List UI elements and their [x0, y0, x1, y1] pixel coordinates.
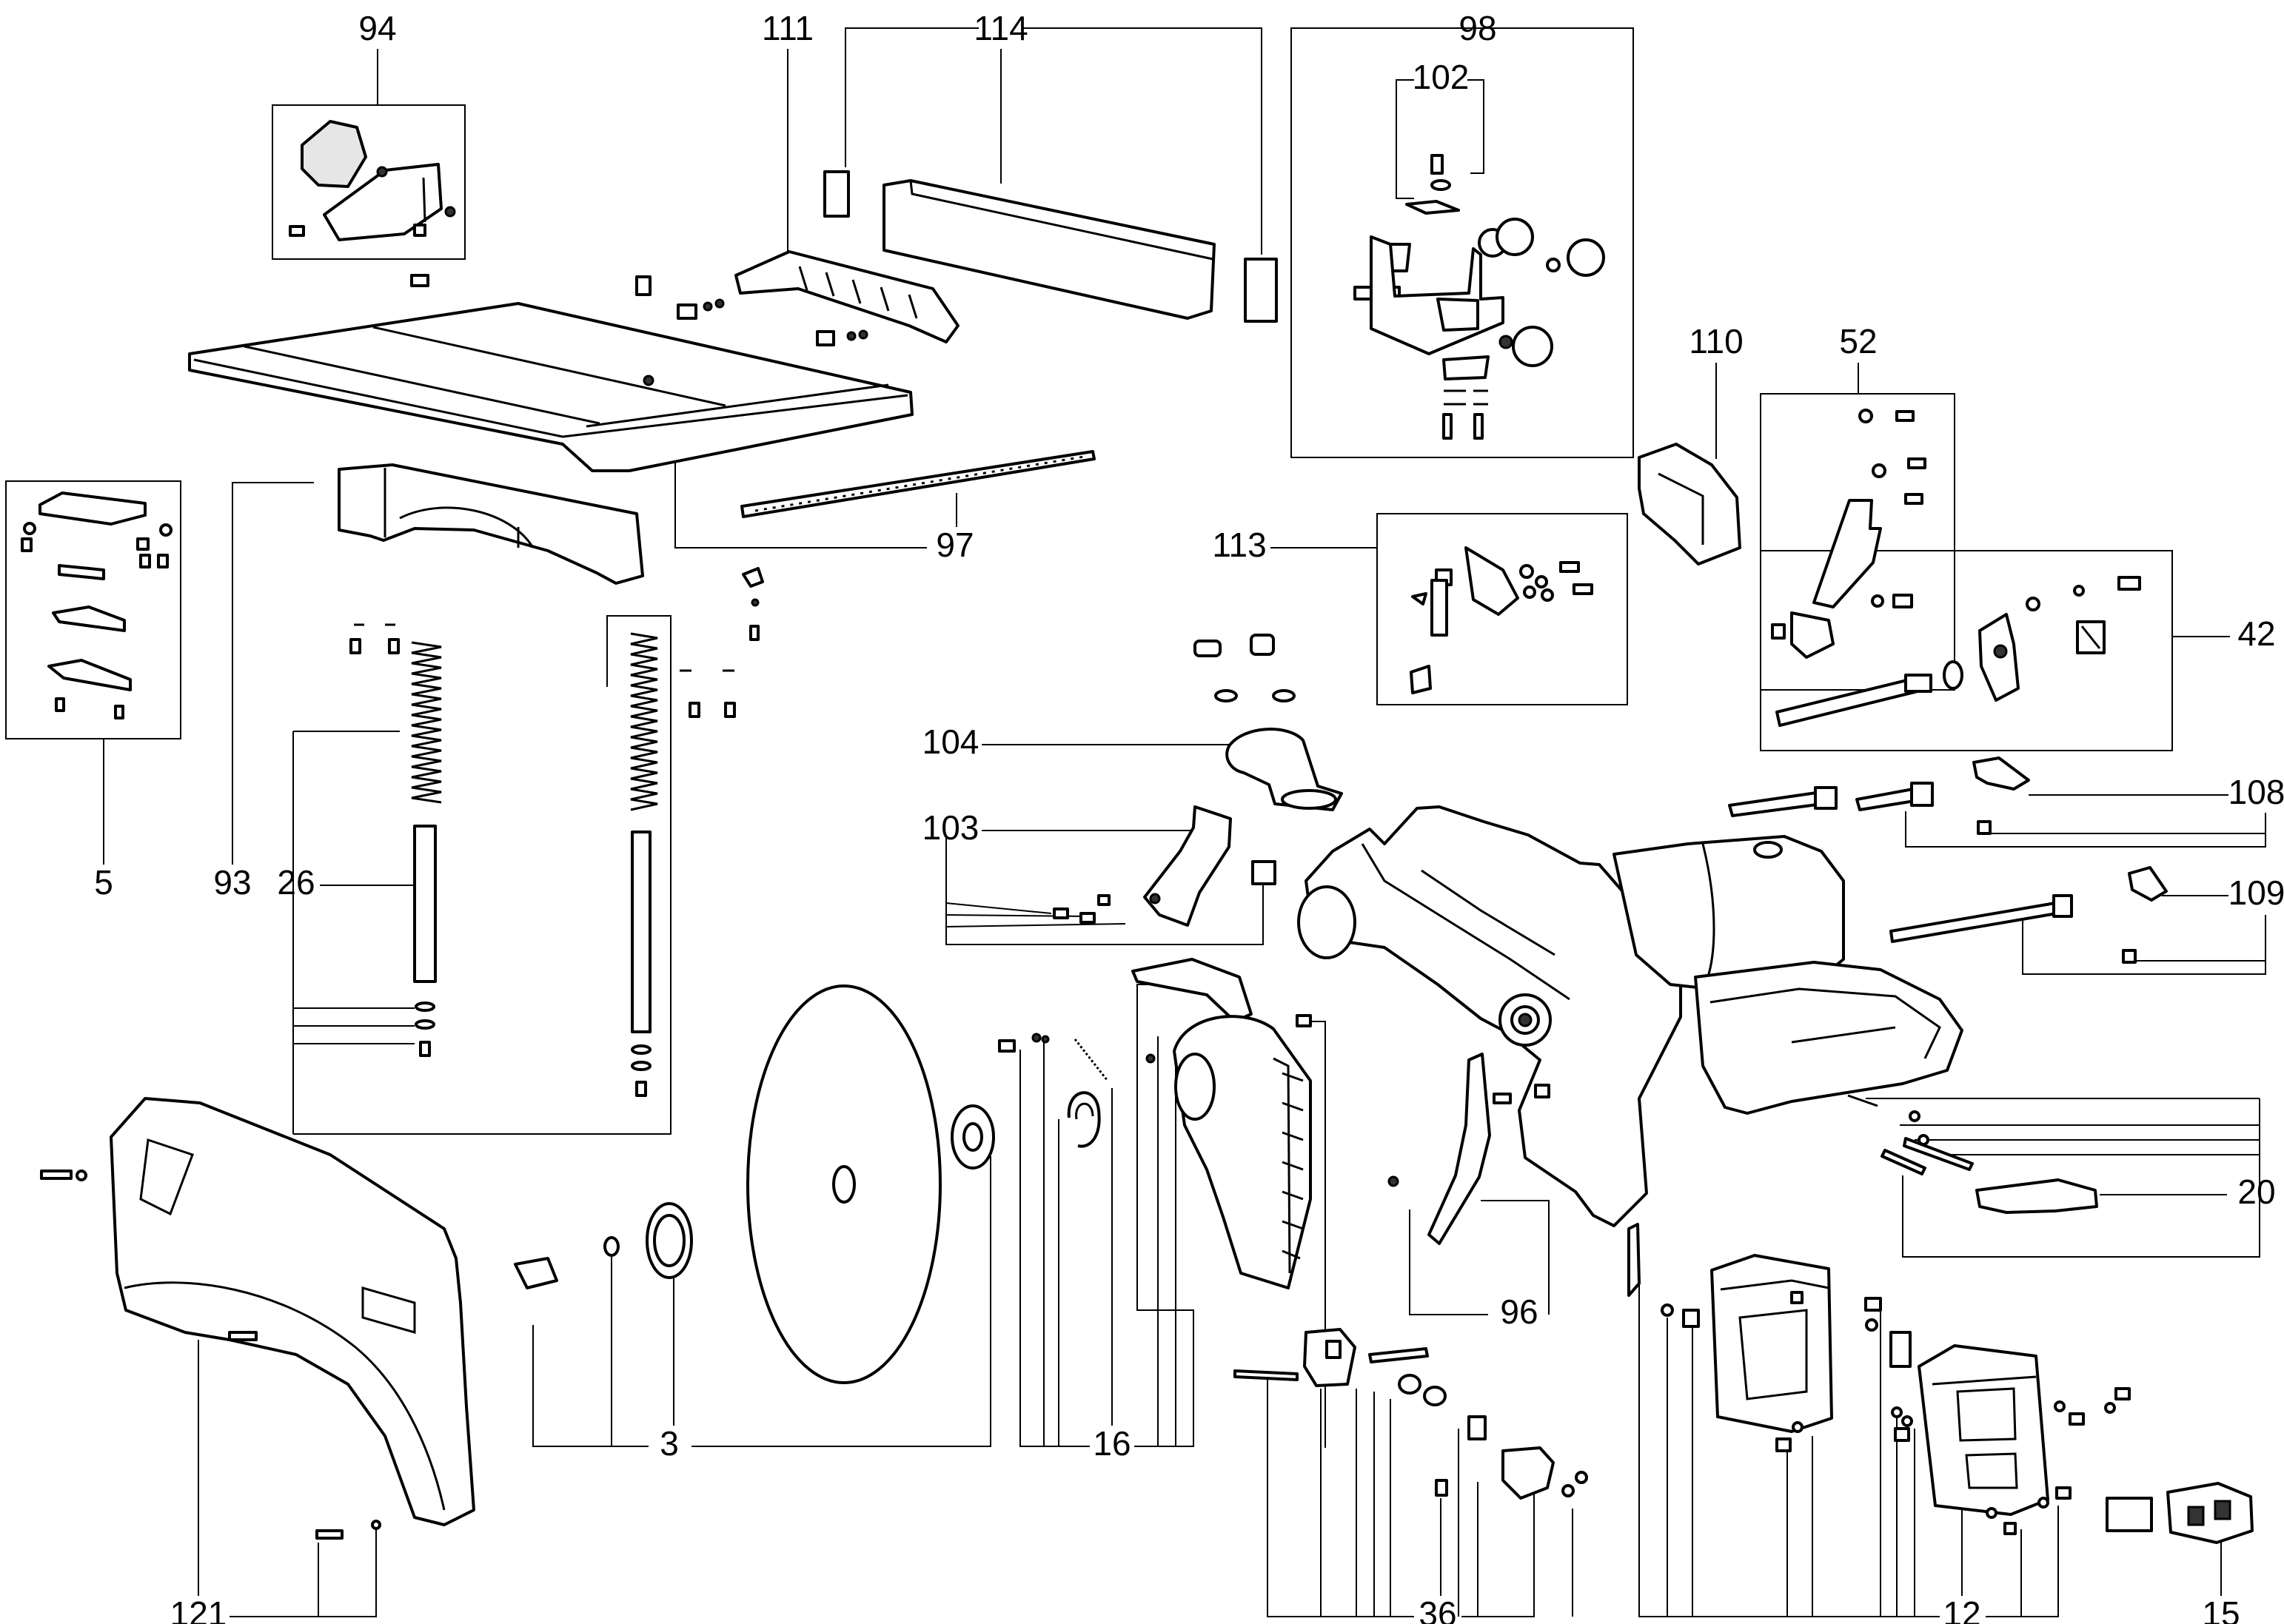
group-box-42	[1760, 550, 2173, 751]
callout-121: 121	[170, 1594, 227, 1624]
callout-114: 114	[974, 9, 1028, 47]
part-3-flanges	[514, 1104, 995, 1289]
callout-15: 15	[2202, 1594, 2240, 1624]
part-15-switch	[2166, 1482, 2254, 1544]
callout-16: 16	[1093, 1424, 1131, 1463]
callout-96: 96	[1500, 1292, 1538, 1331]
part-108-bolt-lever	[1728, 756, 2030, 835]
callout-3: 3	[660, 1424, 679, 1463]
part-12-switch-housing	[1627, 1223, 2153, 1535]
part-42-pivot-shaft	[1775, 576, 2141, 727]
parts	[21, 120, 2254, 1544]
part-52-linkage	[1771, 409, 1926, 659]
screw-icon	[410, 274, 429, 287]
group-box-98	[1290, 27, 1634, 458]
part-96-brace	[1387, 1053, 1550, 1245]
callout-103: 103	[922, 808, 979, 847]
callout-20: 20	[2237, 1172, 2275, 1211]
callout-109: 109	[2228, 873, 2284, 912]
part-16-lower-guard	[998, 958, 1312, 1289]
nut-icon	[816, 330, 835, 346]
callout-52: 52	[1839, 322, 1877, 360]
callout-36: 36	[1419, 1594, 1456, 1624]
part-saw-blade	[746, 984, 942, 1384]
part-20-pins-handle	[1847, 1094, 2098, 1214]
part-110-bracket	[1638, 443, 1741, 566]
callout-113: 113	[1212, 526, 1266, 564]
callout-94: 94	[358, 9, 396, 47]
part-5-slides	[21, 491, 173, 719]
callout-108: 108	[2228, 773, 2284, 811]
part-109-bolt-lever	[1889, 866, 2168, 964]
callout-104: 104	[922, 722, 979, 761]
callout-111: 111	[762, 9, 814, 47]
callout-42: 42	[2237, 614, 2275, 653]
callout-5: 5	[94, 863, 113, 902]
callout-12: 12	[1943, 1594, 1980, 1624]
part-26-spring-right	[630, 632, 736, 1097]
callout-labels: 94 111 114 98 102 110 52 113 42 104 103 …	[94, 9, 2284, 1624]
part-113-lock	[1410, 546, 1593, 694]
part-93-support	[338, 463, 644, 585]
callout-93: 93	[213, 863, 251, 902]
part-121-upper-guard	[40, 1097, 475, 1540]
part-114-rip-fence	[823, 170, 1278, 323]
callout-102: 102	[1413, 58, 1470, 96]
group-box-113	[1376, 513, 1628, 705]
group-box-94	[272, 104, 466, 260]
part-table-top	[188, 302, 914, 472]
group-box-5	[5, 480, 181, 739]
part-36-switch	[1233, 1328, 1588, 1500]
part-98-fence-bracket	[1353, 154, 1605, 440]
part-94-guard-cover	[289, 120, 456, 241]
callout-110: 110	[1689, 322, 1743, 360]
part-main-housing	[1297, 805, 1963, 1227]
part-103-deflector	[1053, 805, 1276, 927]
part-small-pins	[742, 567, 764, 641]
part-111-riving-knife	[734, 250, 960, 343]
callout-97: 97	[936, 526, 974, 564]
nut-icon	[677, 303, 697, 320]
screw-icon	[635, 275, 652, 296]
part-104-dust-elbow	[1193, 634, 1343, 811]
callout-26: 26	[277, 863, 315, 902]
part-26-spring-left	[349, 623, 442, 1057]
part-97-scale	[740, 450, 1096, 518]
leader-lines	[5, 27, 2266, 1617]
